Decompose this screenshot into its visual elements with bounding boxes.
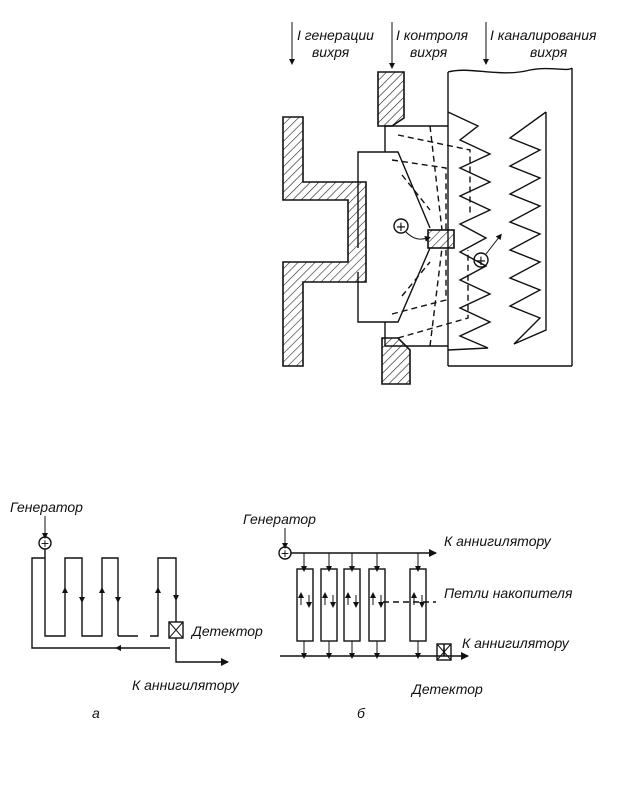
diagram-b-annihilator-top-label: К аннигилятору [444, 533, 552, 549]
vortex-gate [427, 229, 455, 249]
diagram-b-generator-icon: + [278, 546, 292, 560]
diagram-b-storage-loops-label: Петли накопителя [444, 585, 573, 601]
diagram-b-caption: б [357, 705, 366, 721]
diagram-b: Генератор + К аннигилятору [243, 511, 573, 721]
section-label-generation: I генерации вихря [289, 22, 374, 65]
diagram-a-serpentine-loop [31, 549, 177, 649]
diagram-a-caption: а [92, 705, 100, 721]
vortex-paths-dashed [391, 125, 471, 347]
charge-right: + [473, 233, 502, 269]
svg-text:+: + [40, 537, 49, 550]
section-label-channeling: I каналирования вихря [483, 22, 597, 65]
charge-right-sign: + [476, 254, 487, 269]
diagram-b-storage-loops [296, 553, 427, 659]
control-electrode-lower [381, 337, 411, 385]
channel-zigzag-outer [447, 111, 492, 351]
diagram-a-annihilator-label: К аннигилятору [132, 677, 240, 693]
diagram-a: Генератор + Детектор К аннигилятору а [10, 499, 263, 721]
diagram-b-generator-label: Генератор [243, 511, 316, 527]
section-label-control: I контроля вихря [389, 22, 469, 69]
diagram-a-generator-icon: + [38, 536, 52, 550]
top-vortex-diagram: I генерации вихря I контроля вихря I кан… [282, 22, 597, 385]
section-label-control-line1: I контроля [396, 27, 469, 43]
diagram-a-generator-label: Генератор [10, 499, 83, 515]
diagram-a-detector-icon [168, 621, 184, 639]
section-label-control-line2: вихря [410, 44, 448, 60]
diagram-b-detector-icon [436, 643, 452, 661]
diagram-a-detector-label: Детектор [190, 623, 263, 639]
charge-left-sign: + [396, 220, 407, 235]
control-electrode-upper [377, 71, 405, 127]
section-label-channeling-line1: I каналирования [490, 27, 597, 43]
diagram-b-detector-label: Детектор [410, 681, 483, 697]
diagram-b-annihilator-bottom-label: К аннигилятору [462, 635, 570, 651]
section-label-channeling-line2: вихря [530, 44, 568, 60]
section-label-generation-line1: I генерации [297, 27, 374, 43]
generation-electrode [282, 116, 367, 367]
section-label-generation-line2: вихря [312, 44, 350, 60]
channeling-channel [447, 67, 573, 367]
charge-left: + [393, 218, 431, 242]
svg-text:+: + [280, 547, 289, 560]
channel-zigzag-inner [508, 111, 547, 345]
